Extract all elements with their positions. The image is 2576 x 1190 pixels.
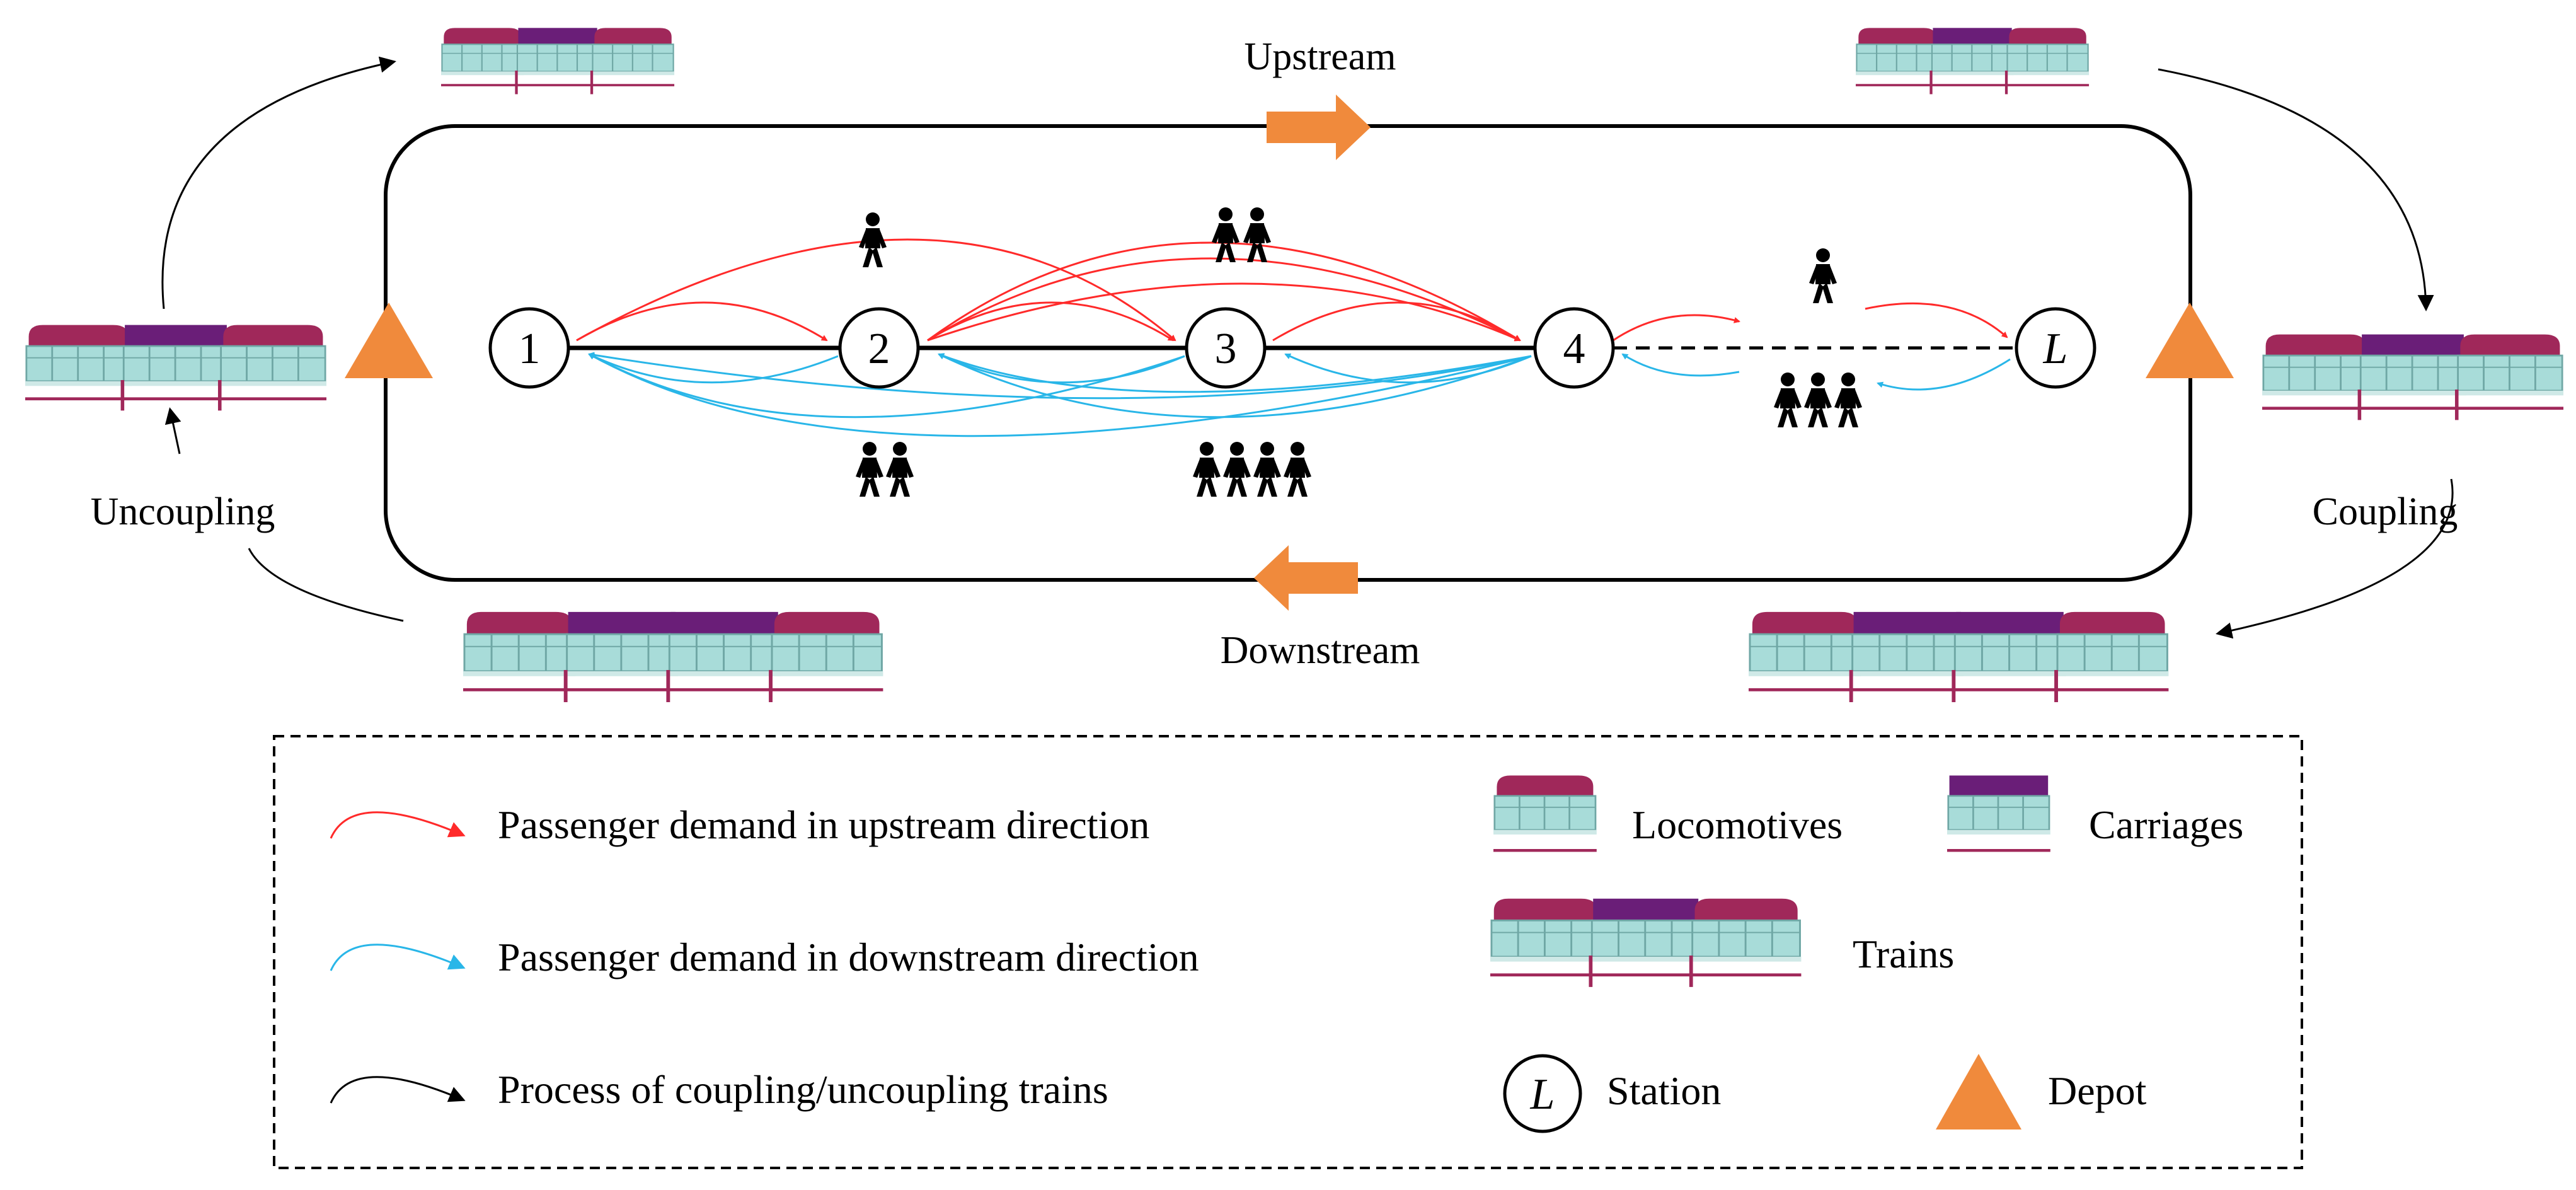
legend-train-icon [1490, 899, 1801, 987]
passenger-group-icon [1212, 207, 1271, 262]
downstream-label: Downstream [1221, 629, 1420, 672]
legend-depot-text: Depot [2048, 1068, 2147, 1113]
upstream-label: Upstream [1244, 35, 1396, 78]
train-right [2262, 335, 2563, 420]
train-left [25, 325, 326, 411]
passenger-group-icon [1809, 248, 1837, 303]
svg-text:1: 1 [519, 325, 541, 373]
svg-text:3: 3 [1215, 325, 1237, 373]
svg-text:4: 4 [1563, 325, 1585, 373]
upstream-demand-arcs [576, 238, 2008, 342]
train-top-left [441, 28, 674, 94]
legend-carriages-text: Carriages [2089, 802, 2243, 847]
station-L: L [2015, 307, 2096, 389]
legend-depot-icon [1936, 1054, 2021, 1129]
station-3: 3 [1185, 307, 1267, 389]
station-2: 2 [838, 307, 920, 389]
station-1: 1 [488, 307, 570, 389]
train-bottom-left [463, 612, 883, 702]
downstream-demand-arcs [588, 352, 2011, 437]
station-4: 4 [1533, 307, 1615, 389]
legend-downstream-icon [330, 944, 466, 971]
depot-left-icon [345, 303, 433, 378]
legend-station-icon: L [1503, 1054, 1582, 1133]
legend-upstream-icon [330, 811, 466, 839]
legend-downstream-text: Passenger demand in downstream direction [498, 935, 1199, 979]
coupling-label: Coupling [2313, 490, 2458, 533]
passenger-group-icon [856, 442, 914, 497]
downstream-arrow-icon [1254, 545, 1358, 611]
passenger-group-icon [1774, 373, 1862, 427]
legend-upstream-text: Passenger demand in upstream direction [498, 802, 1149, 847]
legend-locomotives-text: Locomotives [1632, 802, 1843, 847]
legend-process-icon [330, 1076, 466, 1104]
legend-locomotive-icon [1492, 775, 1598, 852]
legend-station-text: Station [1607, 1068, 1721, 1113]
coupling-process-arcs [161, 56, 2454, 639]
legend-box [273, 735, 2303, 1169]
track-loop [384, 124, 2192, 582]
svg-text:L: L [2043, 325, 2068, 373]
upstream-arrow-icon [1267, 95, 1371, 160]
legend-trains-text: Trains [1853, 932, 1954, 976]
legend-process-text: Process of coupling/uncoupling trains [498, 1067, 1108, 1112]
svg-text:L: L [1530, 1070, 1555, 1119]
uncoupling-label: Uncoupling [91, 490, 275, 533]
train-top-right [1856, 28, 2089, 94]
legend-carriage-icon [1946, 775, 2052, 852]
train-bottom-right [1749, 612, 2168, 702]
svg-text:2: 2 [868, 325, 890, 373]
passenger-group-icon [1193, 442, 1311, 497]
passenger-group-icon [859, 212, 887, 267]
depot-right-icon [2146, 303, 2234, 378]
